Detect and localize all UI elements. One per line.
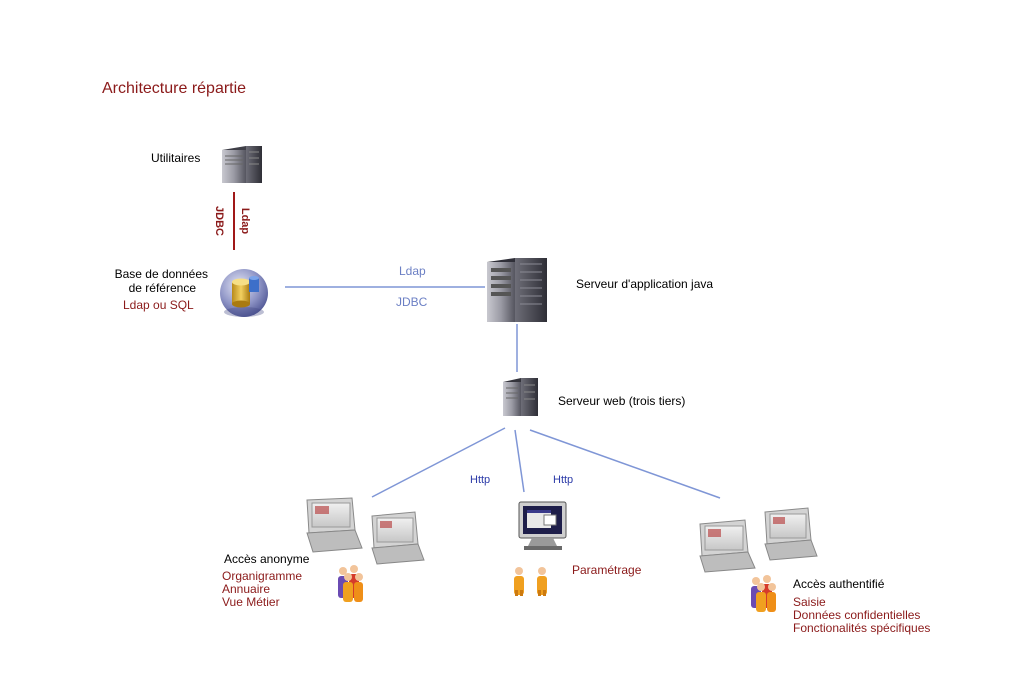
web-server-icon: [503, 378, 538, 416]
anon-access-item: Organigramme: [222, 569, 303, 583]
utilitaires-server-icon: [222, 146, 262, 183]
web-server-label: Serveur web (trois tiers): [558, 394, 686, 408]
link-label-jdbc-vertical: JDBC: [212, 206, 225, 236]
db-type-label: Ldap ou SQL: [123, 298, 194, 312]
laptop-icon-auth-2: [764, 507, 818, 561]
diagram-title: Architecture répartie: [102, 80, 247, 97]
auth-access-list: Saisie Données confidentielles Fonctiona…: [793, 596, 930, 635]
users-group-icon-anon: [338, 565, 363, 602]
auth-access-item: Fonctionalités spécifiques: [793, 621, 931, 635]
auth-access-title: Accès authentifié: [793, 577, 885, 591]
link-label-ldap-vertical: Ldap: [239, 207, 252, 235]
anon-access-item: Vue Métier: [222, 595, 280, 609]
anon-access-item: Annuaire: [222, 582, 271, 596]
database-icon: [220, 269, 268, 317]
laptop-icon-auth-1: [699, 519, 756, 573]
link-web-anon: [371, 427, 506, 498]
utilitaires-label: Utilitaires: [151, 151, 201, 165]
anon-access-title: Accès anonyme: [224, 552, 310, 566]
app-server-label: Serveur d'application java: [576, 277, 714, 291]
link-label-jdbc-horizontal: JDBC: [396, 295, 428, 309]
anon-access-list: Organigramme Annuaire Vue Métier: [222, 570, 302, 609]
users-pair-icon-param: [514, 567, 547, 596]
monitor-icon: [518, 501, 567, 550]
link-label-ldap-horizontal: Ldap: [399, 264, 426, 278]
laptop-icon-anon-1: [306, 497, 363, 553]
link-web-auth: [529, 429, 721, 499]
db-label-line2: de référence: [128, 281, 196, 295]
db-label-line1: Base de données: [114, 267, 208, 281]
app-server-icon: [487, 258, 547, 322]
link-label-http-1: Http: [470, 474, 491, 486]
auth-access-item: Saisie: [793, 595, 826, 609]
link-web-param: [514, 429, 525, 493]
auth-access-item: Données confidentielles: [793, 608, 921, 622]
link-label-http-2: Http: [553, 474, 574, 486]
users-group-icon-auth: [751, 575, 776, 612]
laptop-icon-anon-2: [371, 511, 425, 565]
param-label: Paramétrage: [572, 563, 642, 577]
